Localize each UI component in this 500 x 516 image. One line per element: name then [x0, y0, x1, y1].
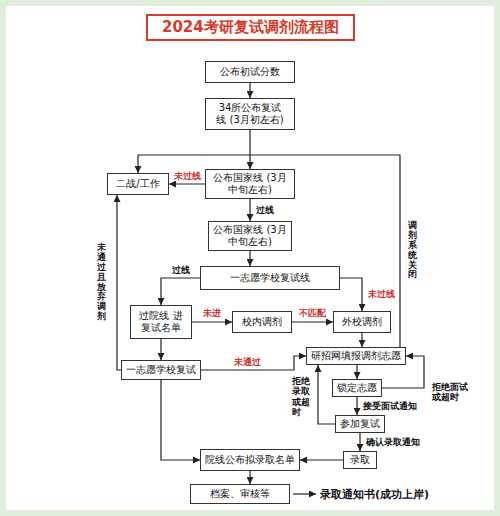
process-box: 档案、审核等 — [190, 484, 290, 504]
box-text: 一志愿学校复试 — [126, 364, 196, 376]
box-text: 过院线 进复试名单 — [135, 310, 187, 334]
process-box: 公布国家线 (3月中旬左右) — [205, 169, 295, 199]
flow-arrow — [249, 199, 250, 221]
flow-arrow — [292, 321, 333, 322]
process-box: 校内调剂 — [232, 311, 292, 333]
edge-label: 未过线 — [367, 289, 396, 299]
box-text: 院线公布拟录取名单 — [205, 454, 295, 466]
process-box: 录取 — [343, 451, 377, 469]
result-arrow — [293, 493, 316, 494]
box-text: 锁定志愿 — [337, 382, 377, 394]
flow-arrow — [201, 356, 306, 370]
flow-arrow — [359, 433, 360, 451]
flow-arrow — [249, 471, 250, 484]
process-box: 参加复试 — [335, 415, 385, 433]
process-box: 外校调剂 — [333, 311, 391, 333]
box-text: 一志愿学校复试线 — [230, 272, 310, 284]
box-text: 34所公布复试线 (3月初左右) — [216, 102, 284, 126]
flow-arrow — [192, 321, 232, 322]
process-box: 过院线 进复试名单 — [130, 305, 192, 339]
box-text: 公布国家线 (3月中旬左右) — [213, 172, 287, 196]
edge-label: 未通过且放弃调剂 — [96, 243, 107, 322]
edge-label: 调剂系统关闭 — [407, 221, 418, 280]
flow-arrow — [249, 251, 250, 266]
edge-label: 不匹配 — [298, 308, 327, 318]
flow-arrow — [160, 339, 161, 360]
flow-arrow — [161, 380, 200, 460]
edge-label: 未过线 — [173, 171, 202, 181]
box-text: 校内调剂 — [242, 316, 282, 328]
edge-label: 未通过 — [233, 357, 262, 367]
edge-label: 过线 — [171, 265, 191, 275]
flow-arrow — [340, 278, 362, 311]
flow-arrow — [169, 183, 205, 184]
box-text: 档案、审核等 — [210, 488, 270, 500]
edge-label: 确认录取通知 — [365, 437, 421, 447]
process-box: 一志愿学校复试 — [121, 360, 201, 380]
process-box: 研招网填报调剂志愿 — [306, 347, 406, 365]
flow-arrow — [161, 278, 200, 305]
process-box: 公布初试分数 — [205, 61, 295, 83]
process-box: 公布国家线 (3月中旬左右) — [208, 221, 292, 251]
edge-label: 拒绝面试或超时 — [431, 382, 469, 403]
edge-label: 过线 — [255, 205, 275, 215]
box-text: 参加复试 — [340, 418, 380, 430]
edge-label: 接受面试通知 — [362, 401, 418, 411]
box-text: 研招网填报调剂志愿 — [311, 350, 401, 362]
flow-arrow — [117, 195, 121, 370]
process-box: 二战/工作 — [107, 173, 169, 195]
edge-label: 未进 — [202, 308, 222, 318]
box-text: 二战/工作 — [116, 178, 159, 190]
process-box: 院线公布拟录取名单 — [200, 449, 300, 471]
process-box: 34所公布复试线 (3月初左右) — [205, 98, 295, 130]
flow-arrow — [249, 130, 250, 169]
flow-arrow — [361, 333, 362, 347]
process-box: 一志愿学校复试线 — [200, 266, 340, 290]
flow-arrow — [356, 365, 357, 379]
flow-arrow — [249, 83, 250, 98]
flow-arrow — [356, 397, 357, 415]
result-label: 录取通知书(成功上岸) — [320, 487, 429, 502]
box-text: 外校调剂 — [342, 316, 382, 328]
flow-arrow — [300, 459, 343, 460]
box-text: 公布初试分数 — [220, 66, 280, 78]
edge-label: 拒绝录取或超时 — [291, 376, 311, 417]
box-text: 录取 — [350, 454, 370, 466]
title-text: 2024考研复试调剂流程图 — [146, 14, 355, 41]
box-text: 公布国家线 (3月中旬左右) — [213, 224, 287, 248]
process-box: 锁定志愿 — [332, 379, 382, 397]
